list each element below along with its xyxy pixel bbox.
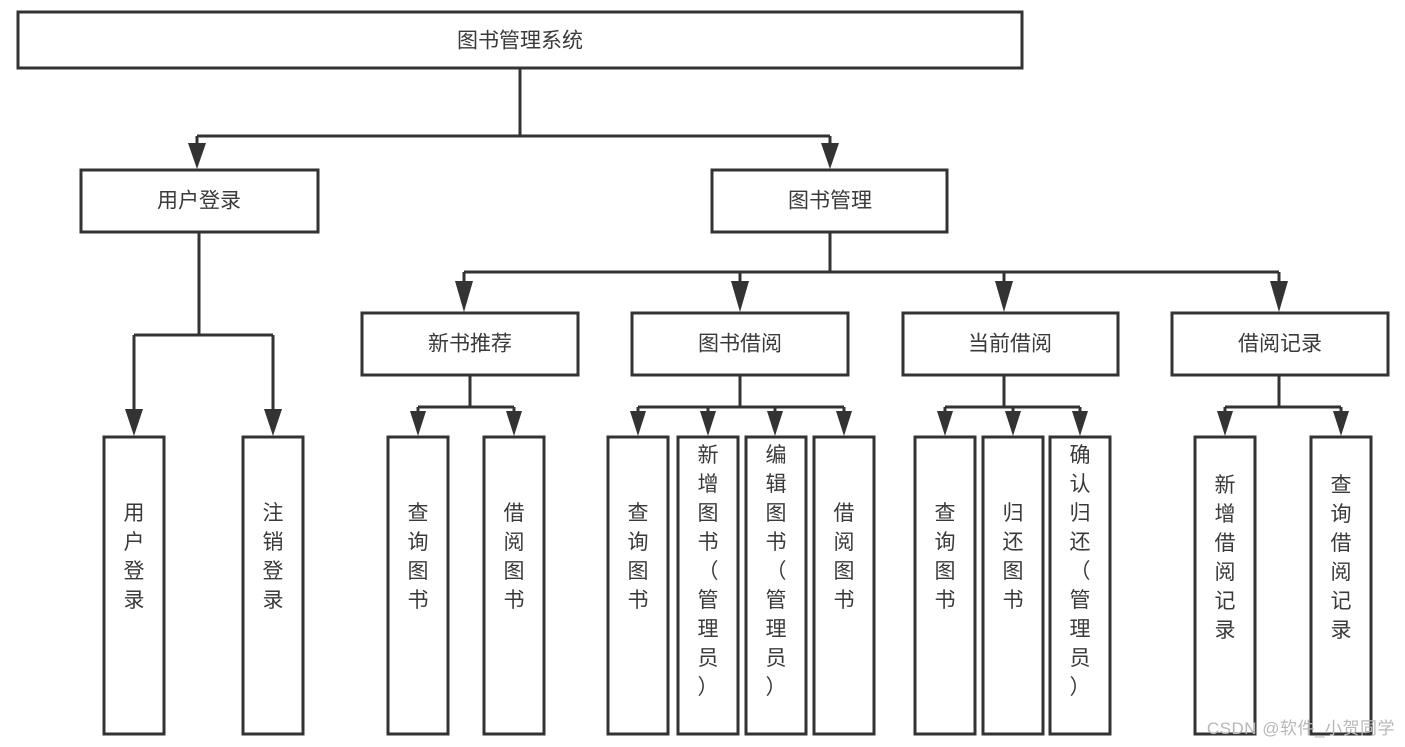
node-borrow-record[interactable]: 借阅记录 (1170, 311, 1390, 377)
node-leaf-add-borrow-record[interactable]: 新增借阅记录 (1193, 435, 1257, 736)
node-leaf-logout[interactable]: 注销登录 (241, 435, 305, 736)
node-leaf-borrow-book-nbr[interactable]: 借阅图书 (482, 435, 546, 736)
arrowhead-leaf-user-login (125, 409, 143, 436)
node-leaf-add-borrow-record-box[interactable] (1193, 435, 1257, 736)
node-leaf-query-borrow-record[interactable]: 查询借阅记录 (1309, 435, 1373, 736)
node-leaf-return-book-box[interactable] (981, 435, 1045, 736)
node-user-login-label: 用户登录 (157, 190, 241, 213)
connector-layer (125, 68, 1349, 436)
node-user-login-box[interactable] (79, 168, 320, 234)
node-new-book-recommend-label: 新书推荐 (428, 333, 512, 356)
arrowhead-leaf-logout (264, 409, 282, 436)
node-leaf-query-book-nbr-box[interactable] (386, 435, 450, 736)
node-user-login[interactable]: 用户登录 (79, 168, 320, 234)
node-leaf-return-book-label: 归还图书 (1003, 502, 1024, 612)
node-leaf-logout-label: 注销登录 (263, 502, 284, 612)
node-current-borrow-label: 当前借阅 (968, 333, 1052, 356)
node-leaf-add-borrow-record-label: 新增借阅记录 (1215, 474, 1236, 642)
node-leaf-query-book-bb[interactable]: 查询图书 (606, 435, 670, 736)
node-leaf-confirm-return-admin-label: 确认归还（管理员） (1070, 444, 1091, 699)
node-layer: 图书管理系统 用户登录 图书管理 新书推荐 图书借阅 当前 (16, 10, 1390, 736)
node-leaf-borrow-book-bb-label: 借阅图书 (834, 502, 855, 612)
arrowhead-cb-leaf-2 (1005, 411, 1021, 436)
arrowhead-current-borrow (995, 281, 1013, 312)
node-leaf-user-login-box[interactable] (102, 435, 166, 736)
node-leaf-return-book[interactable]: 归还图书 (981, 435, 1045, 736)
arrowhead-br-leaf-2 (1333, 411, 1349, 436)
arrowhead-root-to-book-mgmt (821, 143, 839, 169)
node-leaf-query-book-bb-box[interactable] (606, 435, 670, 736)
arrowhead-cb-leaf-3 (1072, 411, 1088, 436)
node-leaf-confirm-return-admin[interactable]: 确认归还（管理员） (1048, 435, 1112, 736)
arrowhead-new-book-rec (455, 281, 473, 312)
node-book-management-label: 图书管理 (788, 190, 872, 213)
node-root-box[interactable] (16, 10, 1024, 70)
node-leaf-confirm-return-admin-box[interactable] (1048, 435, 1112, 736)
node-leaf-add-book-admin[interactable]: 新增图书（管理员） (676, 435, 740, 736)
node-book-borrow[interactable]: 图书借阅 (630, 311, 850, 377)
node-leaf-edit-book-admin-label: 编辑图书（管理员） (766, 444, 787, 699)
node-leaf-query-borrow-record-label: 查询借阅记录 (1331, 474, 1352, 642)
node-root-label: 图书管理系统 (457, 30, 583, 53)
node-leaf-add-book-admin-box[interactable] (676, 435, 740, 736)
arrowhead-root-to-user-login (188, 143, 206, 169)
arrowhead-nbr-leaf-1 (410, 411, 426, 436)
arrowhead-nbr-leaf-2 (506, 411, 522, 436)
node-leaf-borrow-book-bb[interactable]: 借阅图书 (812, 435, 876, 736)
node-leaf-logout-box[interactable] (241, 435, 305, 736)
node-current-borrow[interactable]: 当前借阅 (901, 311, 1120, 377)
node-book-management[interactable]: 图书管理 (710, 168, 949, 234)
node-current-borrow-box[interactable] (901, 311, 1120, 377)
node-borrow-record-label: 借阅记录 (1238, 333, 1322, 356)
node-leaf-query-book-bb-label: 查询图书 (628, 502, 649, 612)
node-leaf-borrow-book-nbr-label: 借阅图书 (504, 502, 525, 612)
node-leaf-query-book-nbr[interactable]: 查询图书 (386, 435, 450, 736)
node-book-borrow-label: 图书借阅 (698, 333, 782, 356)
arrowhead-bb-leaf-1 (630, 411, 646, 436)
node-leaf-query-book-nbr-label: 查询图书 (408, 502, 429, 612)
arrowhead-borrow-record (1270, 281, 1288, 312)
arrowhead-bb-leaf-2 (700, 411, 716, 436)
node-book-borrow-box[interactable] (630, 311, 850, 377)
node-root[interactable]: 图书管理系统 (16, 10, 1024, 70)
node-leaf-edit-book-admin[interactable]: 编辑图书（管理员） (744, 435, 808, 736)
arrowhead-bb-leaf-4 (836, 411, 852, 436)
arrowhead-book-borrow (731, 281, 749, 312)
arrowhead-cb-leaf-1 (937, 411, 953, 436)
node-new-book-recommend[interactable]: 新书推荐 (360, 311, 580, 377)
node-leaf-query-book-cb-box[interactable] (913, 435, 977, 736)
arrowhead-bb-leaf-3 (767, 411, 783, 436)
node-leaf-user-login-label: 用户登录 (124, 502, 145, 612)
arrowhead-br-leaf-1 (1217, 411, 1233, 436)
node-leaf-add-book-admin-label: 新增图书（管理员） (698, 444, 719, 699)
node-leaf-borrow-book-bb-box[interactable] (812, 435, 876, 736)
node-leaf-query-book-cb-label: 查询图书 (935, 502, 956, 612)
node-borrow-record-box[interactable] (1170, 311, 1390, 377)
node-leaf-borrow-book-nbr-box[interactable] (482, 435, 546, 736)
node-book-management-box[interactable] (710, 168, 949, 234)
node-leaf-user-login[interactable]: 用户登录 (102, 435, 166, 736)
node-leaf-query-borrow-record-box[interactable] (1309, 435, 1373, 736)
node-new-book-recommend-box[interactable] (360, 311, 580, 377)
node-leaf-query-book-cb[interactable]: 查询图书 (913, 435, 977, 736)
node-leaf-edit-book-admin-box[interactable] (744, 435, 808, 736)
